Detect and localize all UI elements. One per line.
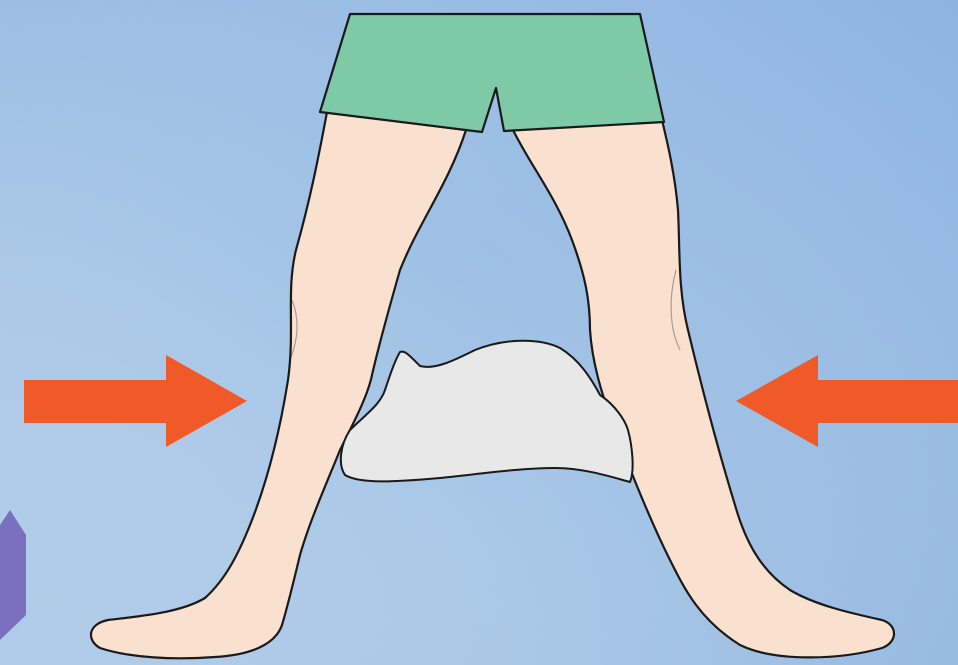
illustration-canvas: [0, 0, 958, 665]
illustration: [0, 0, 958, 665]
